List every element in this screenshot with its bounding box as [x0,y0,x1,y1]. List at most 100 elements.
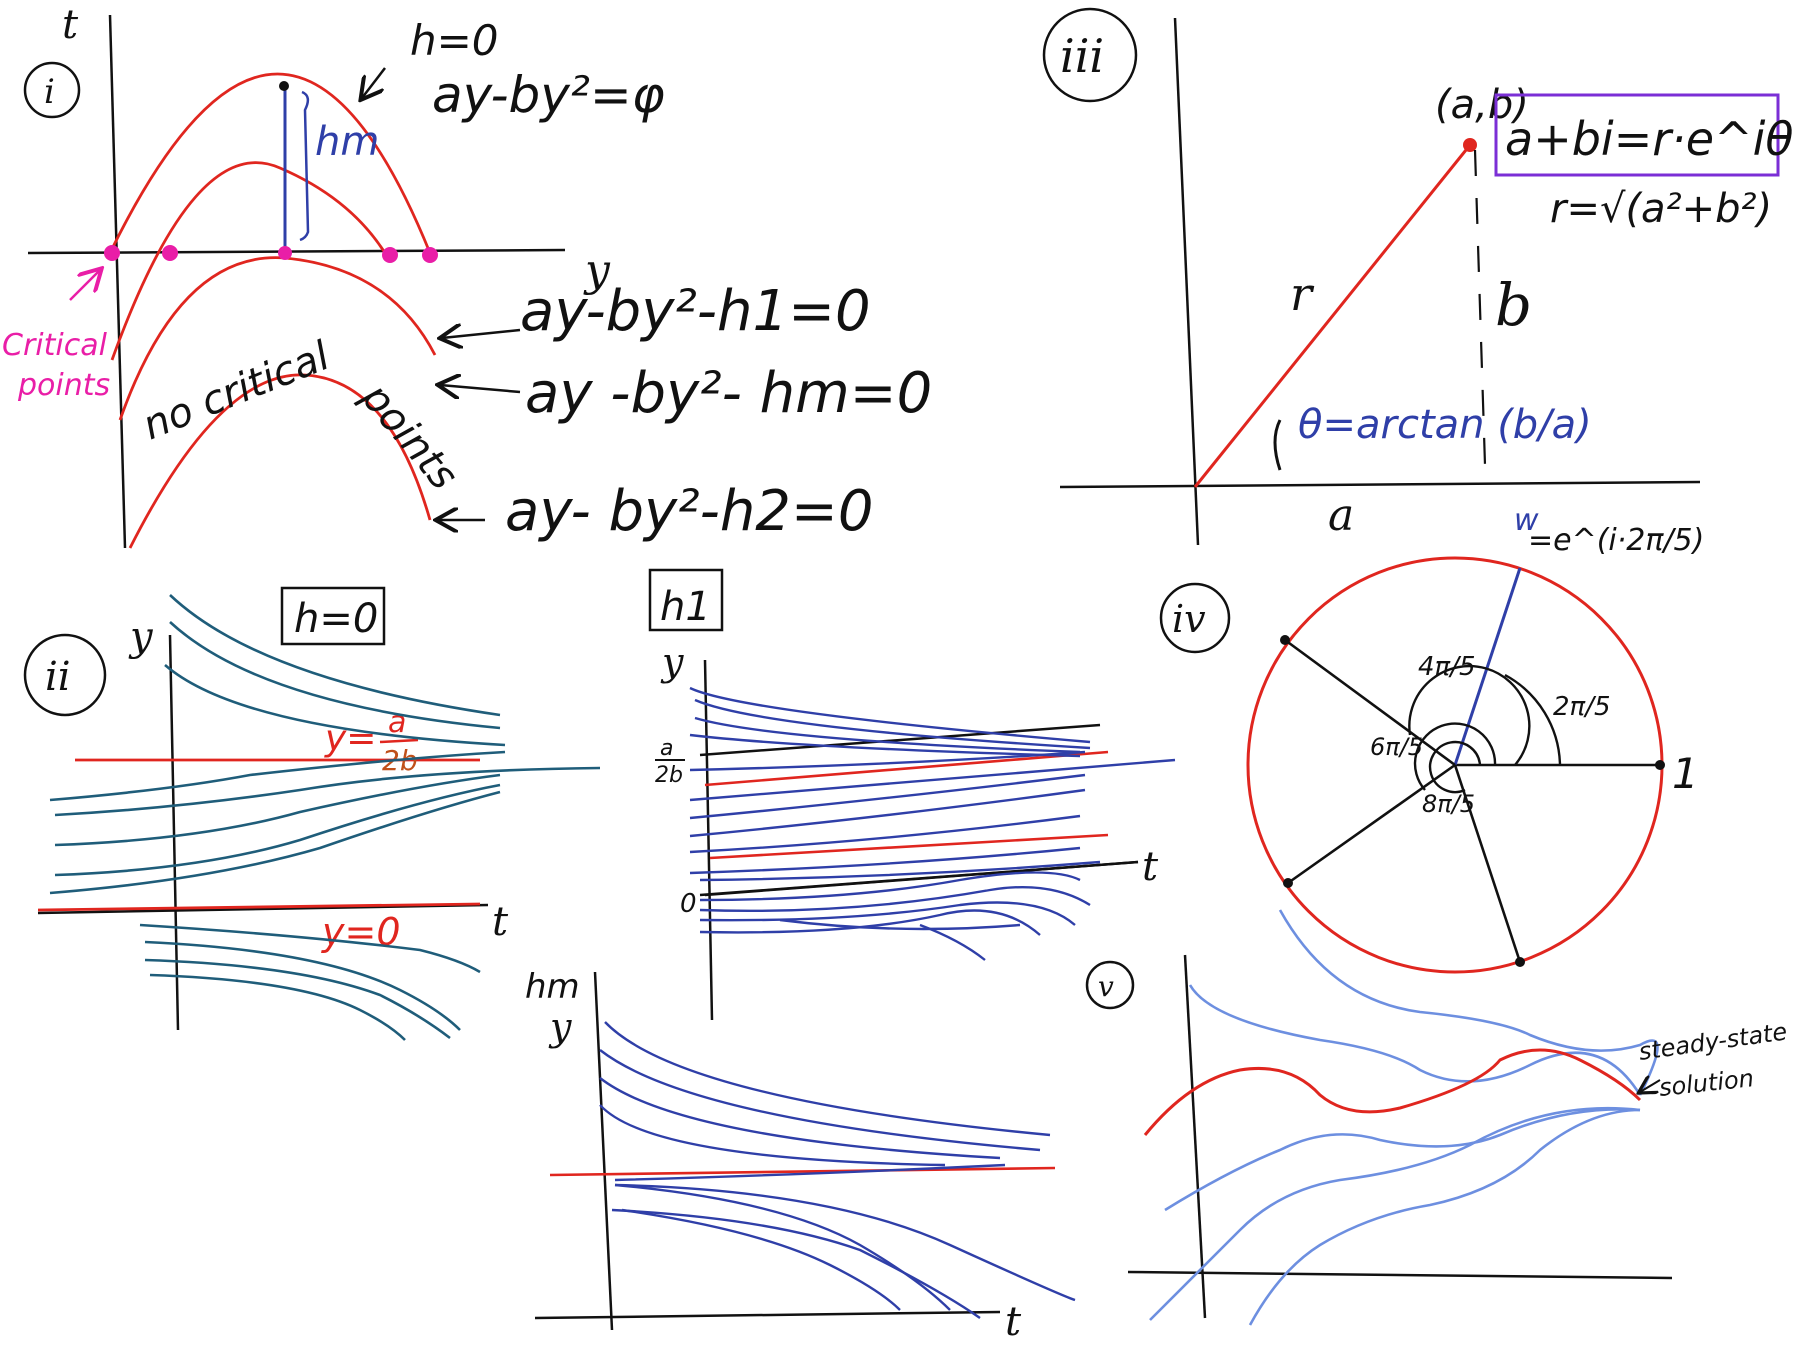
angle-arcs [1408,664,1562,794]
h1-solution-curves [689,686,1176,961]
panel-v-label: v [1098,970,1114,1003]
panel-iii: iii (a,b) a+bi=r·e^iθ r=√(a²+b²) r b a θ… [1042,7,1794,546]
h1-tick-num: a [660,736,673,761]
v-solution-curves [1149,909,1659,1326]
panel-iv-circle [1159,582,1231,654]
steady-state-arrow [1640,1080,1661,1092]
panel-i-circle [23,61,81,119]
h1-y-axis [703,659,714,1021]
spoke-w [1453,567,1522,766]
iii-vertical-axis [1173,17,1200,546]
h0-line-1: h=0 [410,16,499,65]
ii-t-axis [37,903,489,915]
r-vector [1193,144,1472,488]
panel-iii-circle [1042,7,1138,103]
panel-i-label: i [44,72,55,112]
steady-state-curve [1143,1048,1642,1136]
panel-iv: iv 2π/5 4π/5 6π/5 8π/5 1 w =e^(i·2π/5) [1159,503,1704,974]
ii-y-axis [168,634,180,1031]
h1-lower-black [704,860,1139,897]
ii-t-label: t [492,899,509,945]
h1-t-label: t [1142,844,1159,890]
euler-box [1494,93,1780,177]
h1-y-label: y [660,640,684,684]
panel-hm: hm y t [525,967,1076,1345]
h1-upper-black [699,723,1101,757]
panel-i: i t y hm Critical points h=0 ay-by²=φ [2,2,932,549]
h1-box [648,568,724,632]
theta-arrow [1273,419,1282,471]
ii-upper-label: y= [324,718,376,759]
point-ab [1463,138,1477,152]
angle-6pi5: 6π/5 [1370,733,1423,761]
h0-arrow [362,67,386,98]
hm-label: hm [315,119,379,165]
b-label: b [1495,271,1532,339]
t-axis [108,14,127,549]
ii-red-lower [37,902,481,912]
panel-ii: ii h=0 y t y= a 2b y=0 [23,586,601,1041]
h0-box [280,586,386,646]
v-vertical-axis [1183,954,1207,1319]
h1-box-label: h1 [660,584,711,630]
no-critical-2: points [352,374,467,498]
panel-iv-label: iv [1172,597,1206,641]
angle-2pi5: 2π/5 [1553,692,1611,722]
hm-t-label: t [1005,1299,1022,1345]
steady-state-note-2: solution [1658,1064,1755,1102]
vertex-dot [279,81,289,91]
angle-4pi5: 4π/5 [1418,652,1476,682]
euler-formula: a+bi=r·e^iθ [1505,112,1794,166]
eq-h1: ay-by²-h1=0 [520,279,871,344]
steady-state-note-1: steady-state [1637,1017,1789,1066]
spoke-4pi5 [1284,638,1456,767]
y-axis-label: y [583,245,611,296]
b-dashed [1473,149,1487,466]
eq-h1-arrow [442,330,521,338]
h1-red-lower [709,833,1109,860]
w-label: w [1514,503,1539,538]
r-label: r [1290,267,1315,321]
panel-ii-label: ii [45,654,71,700]
h0-line-2: ay-by²=φ [432,66,665,124]
point-label: (a,b) [1435,82,1529,128]
ii-y-label: y [128,614,154,660]
h1-red-upper [704,750,1109,787]
hm-brace [299,90,310,242]
eq-hm-arrow [440,385,521,392]
spoke-6pi5 [1287,763,1456,885]
parabola-hm [118,256,437,421]
w-formula: =e^(i·2π/5) [1528,523,1704,558]
panel-ii-circle [23,633,107,717]
eq-h2: ay- by²-h2=0 [505,479,873,544]
hm-t-axis [534,1310,1001,1320]
critical-label-1: Critical [2,328,108,363]
critical-points [104,245,438,263]
panel-iii-label: iii [1060,29,1104,83]
one-label: 1 [1672,749,1699,798]
parabola-h1 [110,161,387,361]
hm-y-axis [593,971,614,1331]
critical-label-2: points [17,368,110,403]
parabola-h0 [108,72,432,254]
h1-tick-zero: 0 [680,889,697,919]
theta-label: θ=arctan (b/a) [1298,402,1592,448]
eq-hm: ay -by²- hm=0 [525,361,932,426]
hm-y-label-2: y [548,1005,572,1049]
a-label: a [1328,490,1354,541]
panel-h1: h1 y t a 2b 0 [648,568,1176,1021]
critical-arrow [69,270,100,301]
iii-horizontal-axis [1059,480,1701,489]
t-axis-label: t [62,2,79,48]
ii-solution-curves [49,594,601,1041]
h1-tick-den: 2b [655,763,683,788]
panel-v-circle [1085,960,1135,1010]
hm-solution-curves [599,1021,1076,1319]
v-horizontal-axis [1127,1270,1673,1280]
angle-8pi5: 8π/5 [1422,790,1475,818]
hm-y-label-1: hm [525,967,580,1007]
h0-box-label: h=0 [294,596,378,642]
root-dots [1280,635,1665,967]
parabola-h2 [128,373,432,549]
